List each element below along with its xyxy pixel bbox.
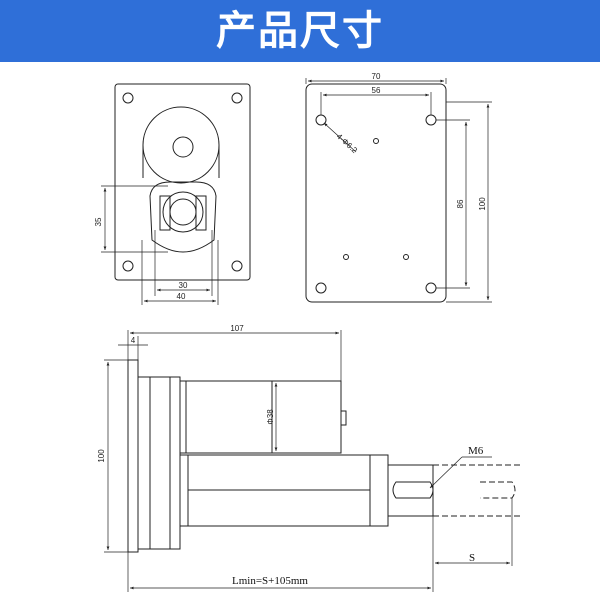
corner-hole [425,282,437,294]
length-formula: Lmin=S+105mm [232,575,308,587]
dim-length: 107 [230,324,244,333]
actuator-head [149,181,217,253]
mounting-hole [122,260,134,272]
dim-height-side: 100 [97,449,106,463]
corner-hole [425,114,437,126]
dim-diameter: Φ38 [266,409,275,425]
mounting-hole [122,92,134,104]
dim-width-outer: 40 [177,292,186,301]
front-view [101,83,251,305]
mounting-hole [231,260,243,272]
page-title: 产品尺寸 [216,8,384,54]
rod-end-outer [162,191,204,233]
gearbox [137,376,181,550]
motor-body [179,380,342,454]
gear-housing-top [142,106,220,184]
mounting-hole [231,92,243,104]
thread-label: M6 [468,445,484,457]
dim-height-total: 100 [478,197,487,211]
side-flange [127,359,139,553]
dim-hole-spacing-x: 56 [372,86,381,95]
dim-height-front: 35 [94,217,103,226]
dim-flange: 4 [131,336,136,345]
motor-endcap [340,410,347,426]
hole-note: 4-Φ6.2 [335,132,360,156]
stroke-label: S [469,552,475,564]
dim-width-inner: 30 [179,281,188,290]
mounting-plate [114,83,251,281]
corner-hole [315,282,327,294]
dim-hole-spacing-y: 86 [456,199,465,208]
base-plate [305,83,447,303]
top-view [305,78,492,303]
small-hole [403,254,409,260]
title-banner [0,0,600,62]
rod-end-inner [169,198,197,226]
side-view [104,330,520,592]
inner-rod [387,464,434,517]
small-hole [373,138,379,144]
hole-leader [323,122,357,153]
small-hole [343,254,349,260]
gear-shaft [172,136,194,158]
dim-width-total: 70 [372,72,381,81]
rod-eye [392,481,434,499]
thread-leader [429,456,463,489]
